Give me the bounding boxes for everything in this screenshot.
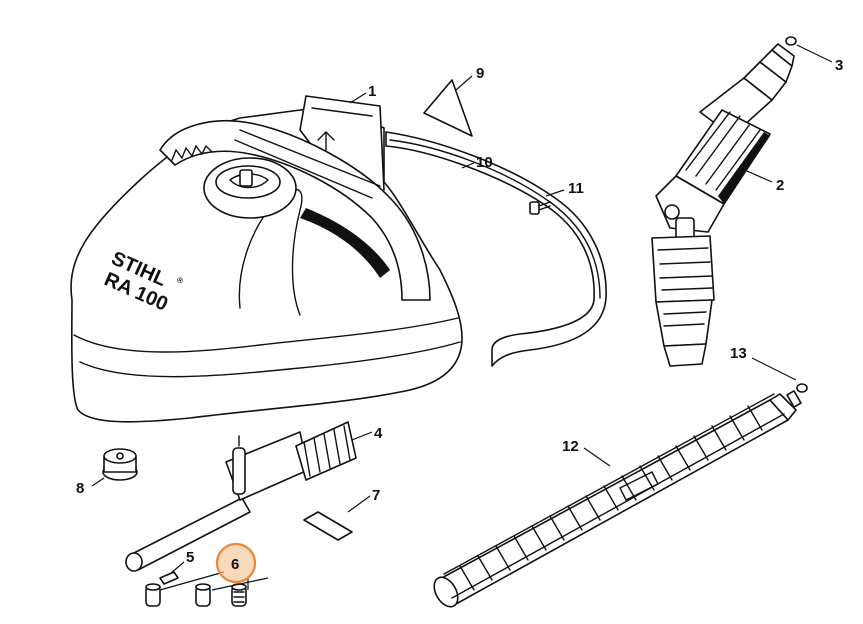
part-number-8: 8 xyxy=(76,480,84,497)
leader-lines xyxy=(91,44,833,591)
part-triangle[interactable] xyxy=(423,79,473,137)
part-number-12: 12 xyxy=(562,438,579,455)
part-screw[interactable] xyxy=(529,201,551,215)
part-number-9: 9 xyxy=(476,65,484,82)
part-number-4: 4 xyxy=(374,425,383,442)
registered-mark: ® xyxy=(175,275,184,286)
part-knob[interactable] xyxy=(102,448,138,481)
part-number-5: 5 xyxy=(186,549,194,566)
part-pin[interactable] xyxy=(159,571,179,585)
part-nozzle-set[interactable] xyxy=(145,583,247,607)
part-hex-key[interactable] xyxy=(303,511,353,541)
part-number-7: 7 xyxy=(372,487,380,504)
part-number-6: 6 xyxy=(231,556,239,573)
part-o-ring-nozzle[interactable] xyxy=(796,383,808,393)
part-strap[interactable] xyxy=(385,131,607,367)
part-nozzle-arm[interactable] xyxy=(125,421,357,572)
part-number-10: 10 xyxy=(476,154,493,171)
part-housing[interactable]: STIHL RA 100 ® xyxy=(70,95,463,423)
part-spray-lance[interactable] xyxy=(651,43,795,367)
part-o-ring-top[interactable] xyxy=(785,36,797,46)
part-number-labels: 1 2 3 4 5 6 7 8 9 10 11 12 13 xyxy=(76,57,843,573)
part-number-1: 1 xyxy=(368,83,376,100)
part-brush-roller[interactable] xyxy=(429,390,802,611)
part-number-3: 3 xyxy=(835,57,843,74)
part-number-11: 11 xyxy=(568,180,584,197)
part-number-13: 13 xyxy=(730,345,747,362)
part-number-2: 2 xyxy=(776,177,784,194)
highlight-circle xyxy=(215,542,257,584)
